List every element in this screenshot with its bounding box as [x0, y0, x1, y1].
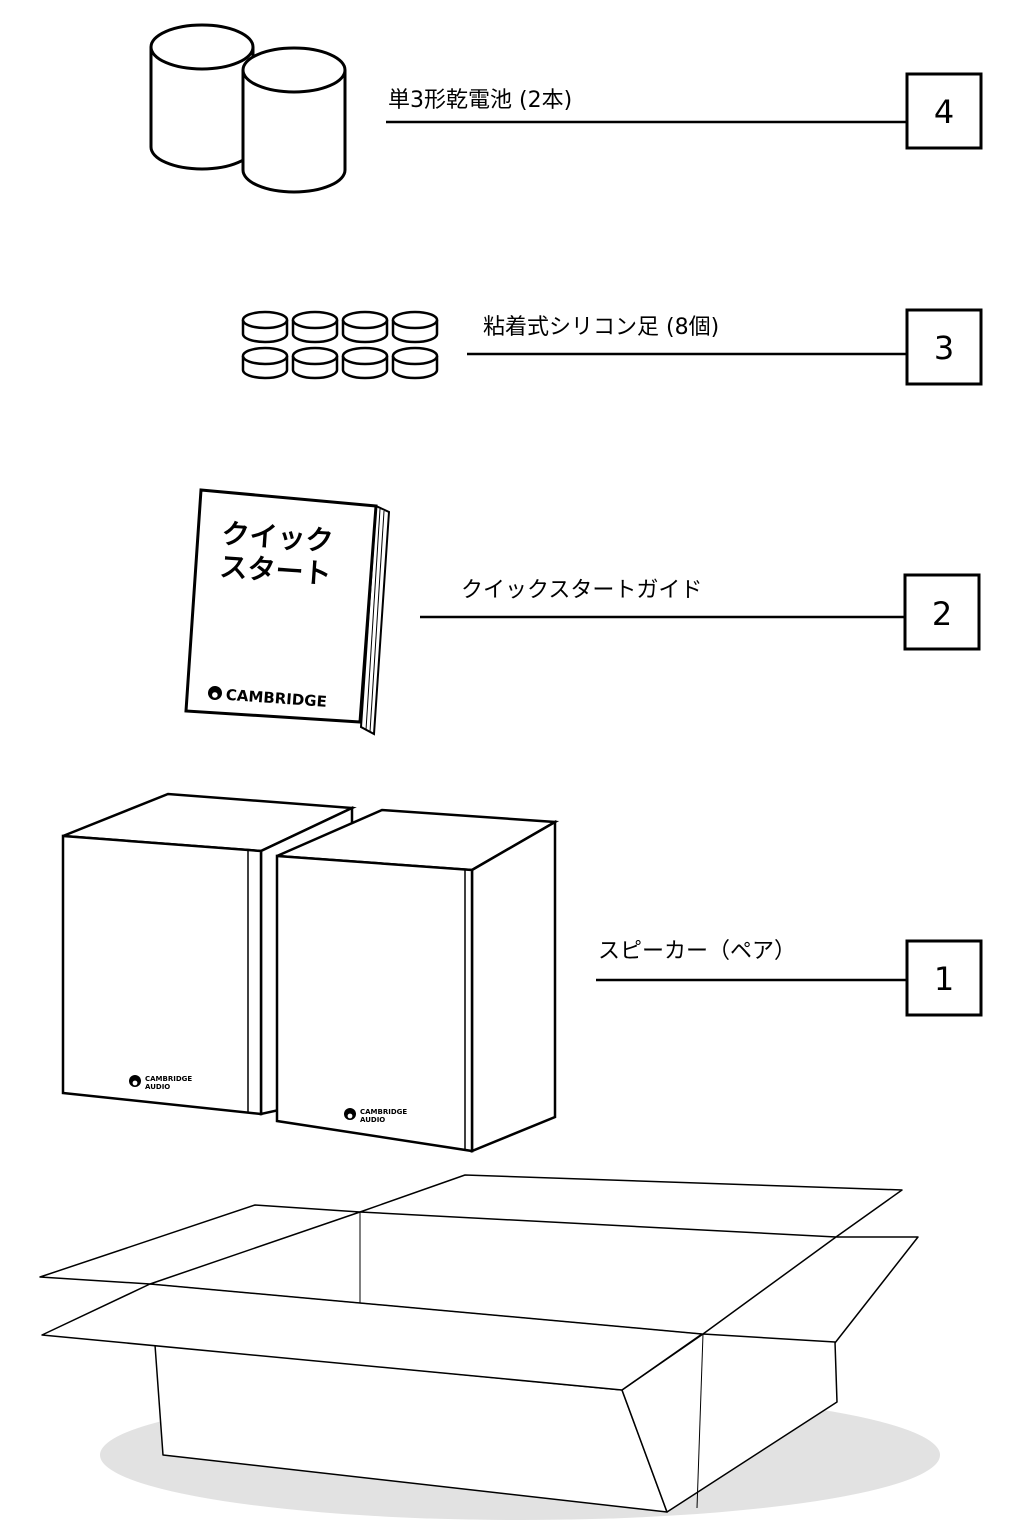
item-number-2: 2 [932, 595, 952, 633]
speakers-illustration: CAMBRIDGE AUDIO CAMBRIDGE AUDIO [61, 792, 560, 1153]
guide-cover-title-line2: スタート [219, 550, 333, 591]
batteries-illustration [149, 23, 347, 194]
speaker-right: CAMBRIDGE AUDIO [275, 808, 560, 1153]
silicone-foot [291, 310, 339, 344]
speaker-logo-text-line2: AUDIO [145, 1083, 170, 1091]
guide-cover [184, 488, 378, 724]
silicone-foot [341, 346, 389, 380]
silicone-foot [241, 310, 289, 344]
item-number-box-4 [905, 72, 983, 150]
item-number-4: 4 [934, 93, 954, 131]
silicone-foot [391, 346, 439, 380]
quick-start-guide-illustration: クイック スタート CAMBRIDGE [184, 488, 391, 736]
item-label-1: スピーカー（ペア） [598, 939, 796, 964]
battery-right [241, 46, 347, 194]
speaker-logo-text-line1: CAMBRIDGE [360, 1108, 407, 1116]
item-number-box-2 [903, 573, 981, 651]
silicone-foot [241, 346, 289, 380]
box-flap-left [39, 1204, 361, 1285]
box-flap-right [702, 1236, 919, 1349]
silicone-foot [391, 310, 439, 344]
item-label-2: クイックスタートガイド [461, 578, 702, 603]
box-flap-back [359, 1174, 903, 1238]
silicone-foot [341, 310, 389, 344]
item-number-box-3 [905, 308, 983, 386]
speaker-logo-text-line2: AUDIO [360, 1116, 385, 1124]
item-label-4: 単3形乾電池 (2本) [388, 88, 572, 113]
silicone-feet-illustration [241, 310, 439, 380]
silicone-foot [291, 346, 339, 380]
speaker-logo-text-line1: CAMBRIDGE [145, 1075, 192, 1083]
guide-cover-title-line1: クイック [221, 517, 335, 558]
item-number-box-1 [905, 939, 983, 1017]
open-box-illustration [39, 1174, 940, 1520]
battery-left [149, 23, 255, 171]
item-label-3: 粘着式シリコン足 (8個) [483, 315, 719, 340]
item-number-1: 1 [934, 960, 954, 998]
item-number-3: 3 [934, 329, 954, 367]
